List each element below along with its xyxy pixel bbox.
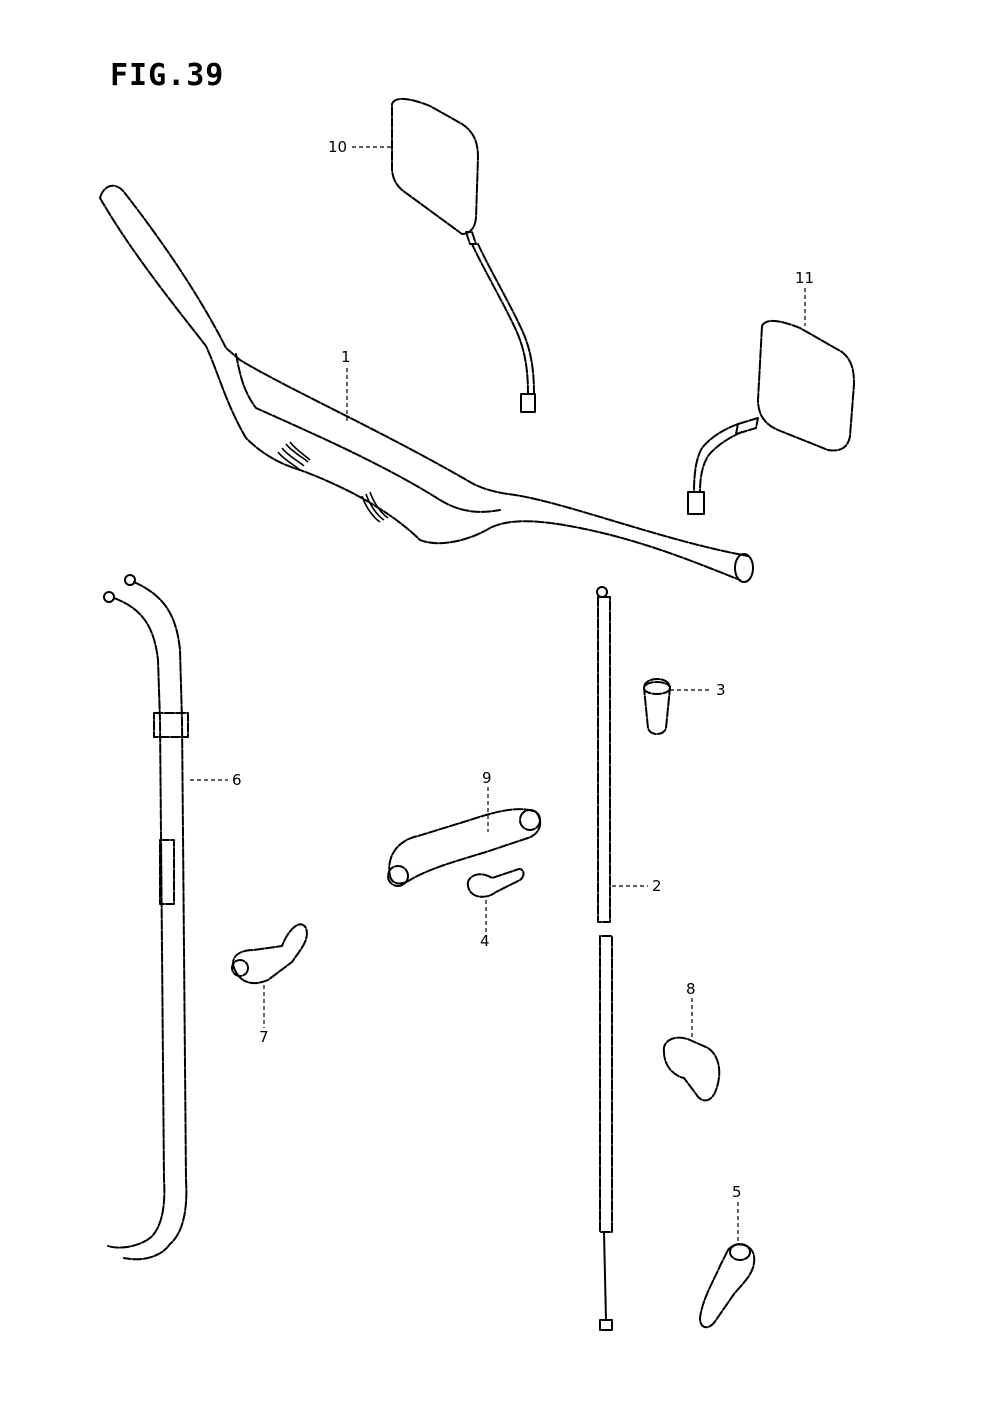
throttle-cable: 6: [103, 574, 242, 1261]
figure-title: FIG.39: [110, 58, 225, 93]
callout-4: 4: [480, 932, 490, 950]
callout-11: 11: [795, 269, 814, 287]
bracket-9: 9: [387, 769, 542, 887]
left-mirror: 10: [328, 98, 536, 413]
callout-7: 7: [259, 1028, 269, 1046]
right-mirror: 11: [687, 269, 855, 515]
clutch-cable: 2: [596, 586, 662, 1331]
callout-8: 8: [686, 980, 696, 998]
callout-6: 6: [232, 771, 242, 789]
callout-3: 3: [716, 681, 726, 699]
lever-5: 5: [699, 1183, 756, 1329]
holder-8: 8: [662, 980, 721, 1102]
callout-9: 9: [482, 769, 492, 787]
callout-5: 5: [732, 1183, 742, 1201]
handlebar: 1: [99, 184, 754, 583]
clip-4: 4: [466, 868, 525, 950]
callout-2: 2: [652, 877, 662, 895]
callout-10: 10: [328, 138, 347, 156]
clamp-7: 7: [231, 923, 308, 1046]
callout-1: 1: [341, 348, 351, 366]
grip-cap: 3: [643, 678, 726, 735]
